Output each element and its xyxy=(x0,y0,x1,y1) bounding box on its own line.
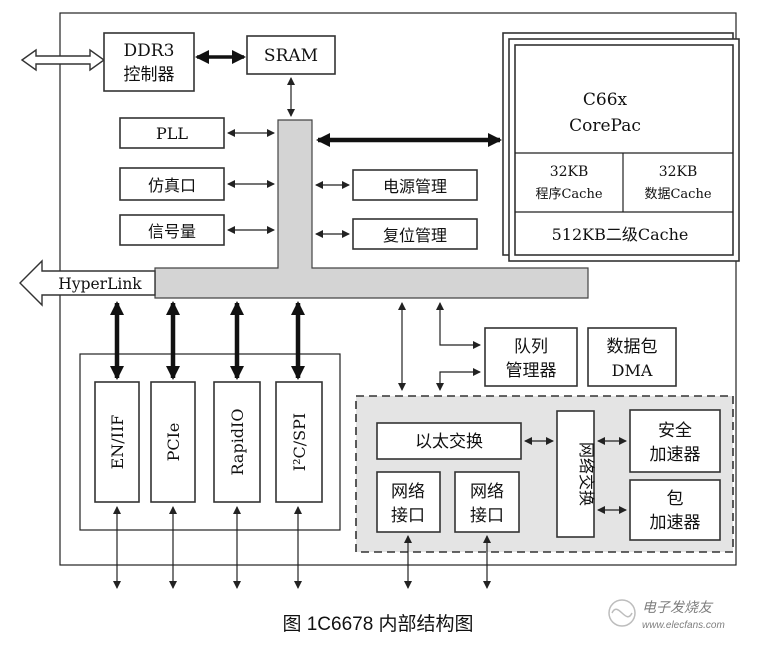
reset-label: 复位管理 xyxy=(383,226,447,245)
net-if-2-label-2: 接口 xyxy=(470,506,504,526)
sram-label: SRAM xyxy=(264,46,318,66)
corepac-label-1: C66x xyxy=(583,90,628,110)
packet-acc-label-1: 包 xyxy=(667,489,684,509)
hyperlink-block: HyperLink xyxy=(19,259,156,307)
net-if-2-label-1: 网络 xyxy=(470,482,504,502)
power-label: 电源管理 xyxy=(383,177,447,196)
rapidio-label: RapidIO xyxy=(228,409,247,476)
peripheral-i2c-spi: I²C/SPI xyxy=(275,381,323,503)
pll-label: PLL xyxy=(156,124,188,143)
net-if-1-label-1: 网络 xyxy=(391,482,425,502)
peripheral-en-iif: EN/IIF xyxy=(94,381,140,503)
peripheral-rapidio: RapidIO xyxy=(213,381,261,503)
network-switch-block: 网络交换 xyxy=(556,410,596,538)
corepac-label-2: CorePac xyxy=(569,116,641,136)
ethernet-switch-block: 以太交换 xyxy=(376,422,522,460)
net-if-1-label-2: 接口 xyxy=(391,506,425,526)
peripheral-external-links xyxy=(113,506,302,589)
packet-dma-block: 数据包 DMA xyxy=(587,327,677,387)
ddr3-controller-block: DDR3 控制器 xyxy=(103,32,195,92)
l1d-label-2: 数据Cache xyxy=(644,187,711,202)
peripheral-bus-links xyxy=(110,301,305,380)
ddr3-external-arrow xyxy=(20,48,106,72)
emulator-block: 仿真口 xyxy=(119,167,225,201)
i2c-spi-label: I²C/SPI xyxy=(290,413,309,471)
emulator-label: 仿真口 xyxy=(148,176,196,195)
queue-manager-block: 队列 管理器 xyxy=(484,327,578,387)
watermark-url: www.elecfans.com xyxy=(642,620,725,631)
watermark: 电子发烧友 www.elecfans.com xyxy=(608,599,725,631)
packet-accelerator-block: 包 加速器 xyxy=(629,479,721,541)
ddr3-label-2: 控制器 xyxy=(124,65,175,85)
l2-label: 512KB二级Cache xyxy=(552,225,689,244)
packet-dma-label-2: DMA xyxy=(612,361,653,380)
teranet-bus xyxy=(154,119,589,299)
net-if-external-links xyxy=(404,535,491,589)
power-block: 电源管理 xyxy=(352,169,478,201)
security-accelerator-block: 安全 加速器 xyxy=(629,409,721,473)
semaphore-block: 信号量 xyxy=(119,214,225,246)
security-label-2: 加速器 xyxy=(650,445,701,465)
semaphore-label: 信号量 xyxy=(148,222,196,241)
pcie-label: PCIe xyxy=(164,423,183,462)
queue-label-2: 管理器 xyxy=(506,361,557,381)
packet-dma-label-1: 数据包 xyxy=(607,337,658,357)
sram-block: SRAM xyxy=(246,35,336,75)
l1p-label-2: 程序Cache xyxy=(535,187,602,202)
bus-queue-link-2 xyxy=(436,368,481,391)
reset-block: 复位管理 xyxy=(352,218,478,250)
network-switch-label: 网络交换 xyxy=(577,442,596,506)
ethernet-switch-label: 以太交换 xyxy=(415,432,483,452)
hyperlink-label: HyperLink xyxy=(58,275,142,293)
bus-queue-link-1 xyxy=(436,302,481,349)
queue-label-1: 队列 xyxy=(514,337,548,357)
packet-acc-label-2: 加速器 xyxy=(650,513,701,533)
security-label-1: 安全 xyxy=(658,421,692,441)
pll-block: PLL xyxy=(119,117,225,149)
net-if-1-block: 网络 接口 xyxy=(376,471,441,533)
peripheral-pcie: PCIe xyxy=(150,381,196,503)
watermark-title: 电子发烧友 xyxy=(642,599,714,615)
peripheral-enclosure xyxy=(79,353,341,531)
net-if-2-block: 网络 接口 xyxy=(454,471,520,533)
corepac-block: C66x CorePac 32KB 程序Cache 32KB 数据Cache 5… xyxy=(502,32,740,262)
en-iif-label: EN/IIF xyxy=(108,415,127,470)
ddr3-label-1: DDR3 xyxy=(124,41,175,61)
l1d-label-1: 32KB xyxy=(659,164,698,180)
figure-caption: 图 1C6678 内部结构图 xyxy=(282,613,473,635)
l1p-label-1: 32KB xyxy=(550,164,589,180)
